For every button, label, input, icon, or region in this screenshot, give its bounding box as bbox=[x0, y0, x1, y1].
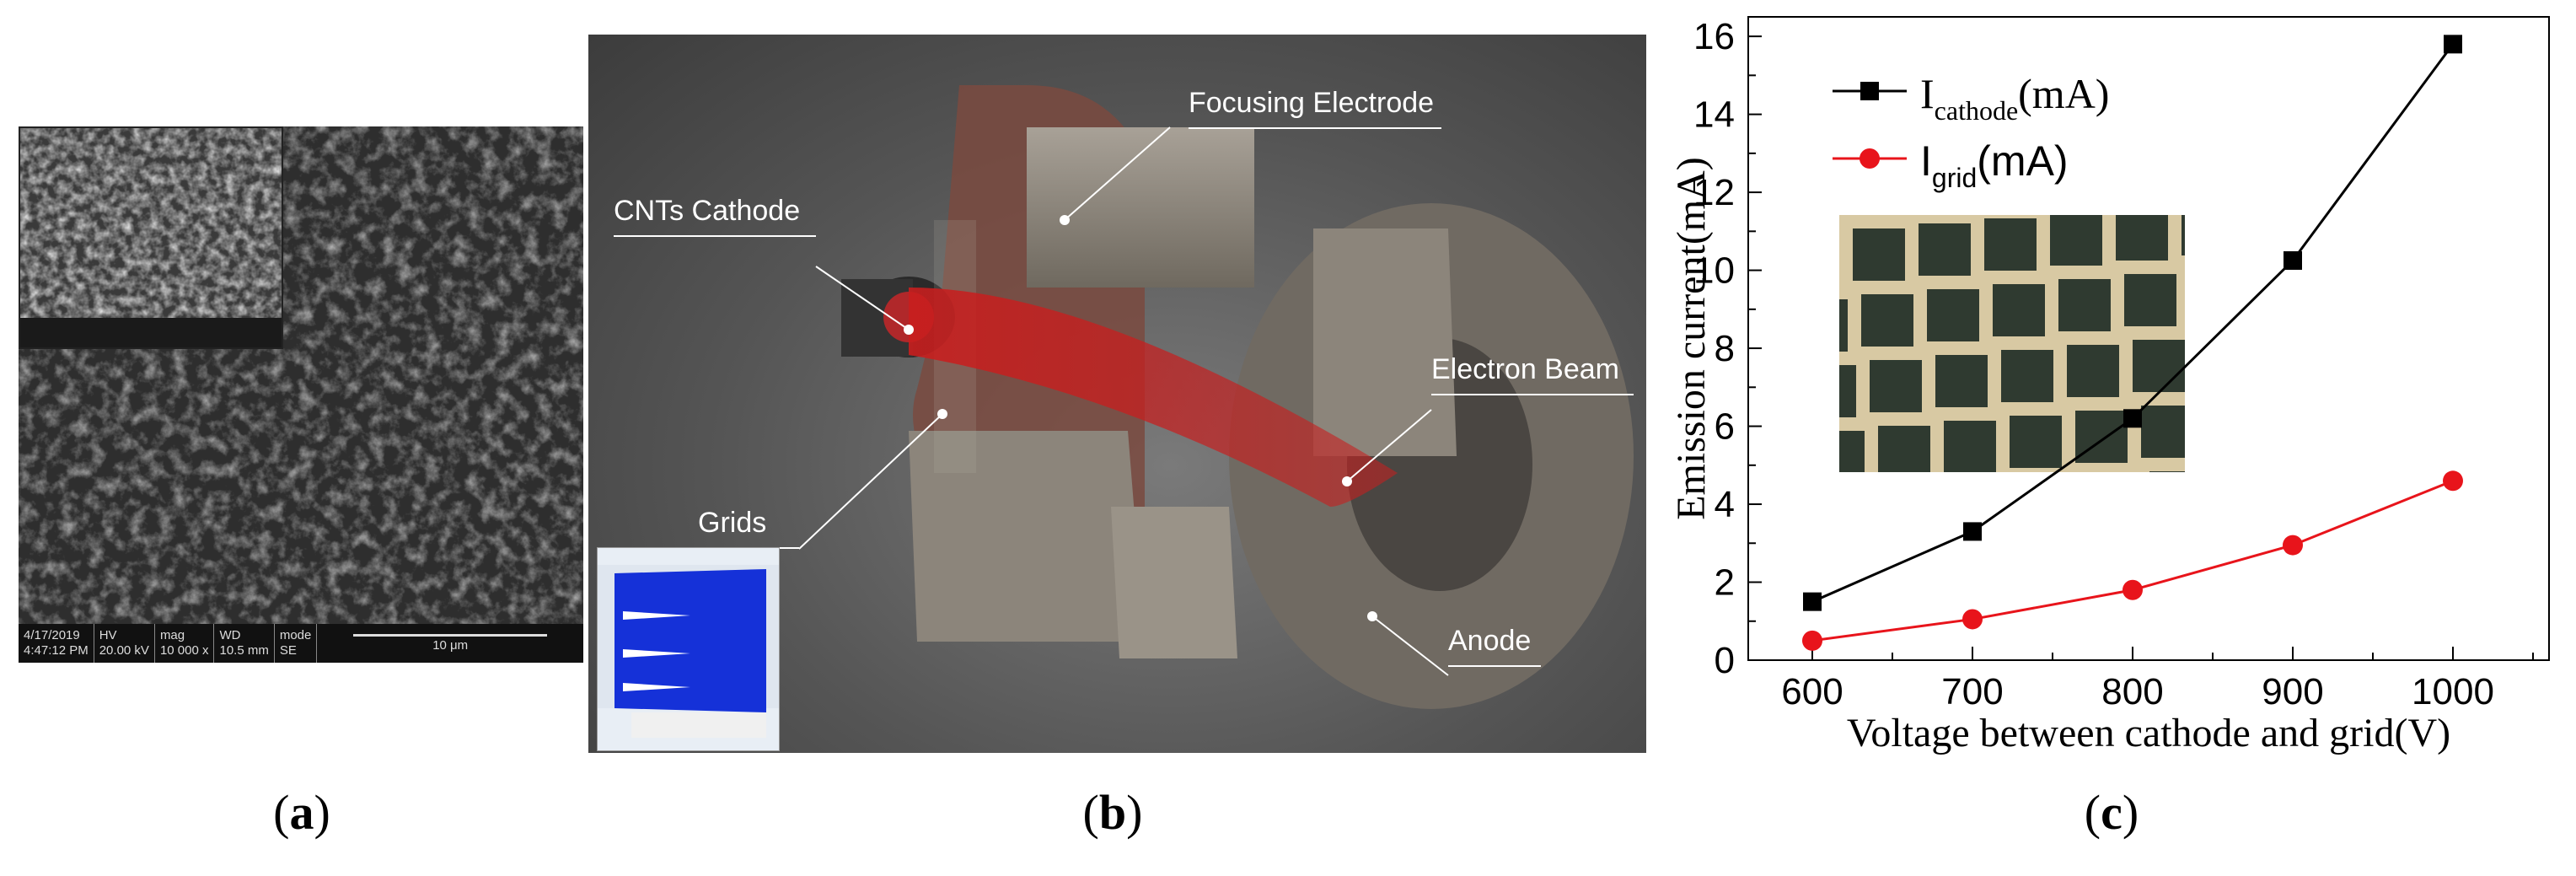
x-tick-label: 1000 bbox=[2412, 671, 2494, 712]
render-shapes bbox=[798, 85, 1634, 709]
mesh-hole bbox=[2058, 279, 2111, 331]
mesh-hole bbox=[1878, 426, 1930, 472]
label-grids: Grids bbox=[698, 507, 767, 539]
y-axis-label: Emission current(mA) bbox=[1669, 157, 1714, 520]
plot-frame bbox=[1747, 16, 2550, 661]
focusing-electrode-bottom bbox=[909, 431, 1145, 642]
emission-chart: 600 700 800 900 1000 0 2 4 6 8 10 12 14 16 Voltage be… bbox=[1669, 16, 2550, 755]
underline-cathode bbox=[614, 235, 816, 237]
sem-mag: mag 10 000 x bbox=[155, 624, 215, 663]
mesh-hole bbox=[1839, 431, 1865, 472]
mesh-hole bbox=[1853, 228, 1905, 281]
mesh-hole bbox=[2001, 350, 2053, 402]
y-tick-label: 16 bbox=[1693, 16, 1735, 57]
mesh-hole bbox=[2182, 215, 2185, 255]
x-tick-label: 700 bbox=[1941, 671, 2003, 712]
mesh-hole bbox=[1944, 421, 1996, 472]
sem-info-bar: 4/17/2019 4:47:12 PM HV 20.00 kV mag 10 … bbox=[19, 624, 583, 663]
mesh-hole bbox=[1935, 355, 1988, 407]
label-cnts-cathode: CNTs Cathode bbox=[614, 195, 801, 227]
sem-inset-texture bbox=[20, 128, 282, 347]
underline-anode bbox=[1448, 665, 1541, 667]
y-tick-label: 0 bbox=[1715, 640, 1735, 681]
data-point-grid bbox=[2443, 470, 2463, 492]
mesh-hole bbox=[2116, 215, 2168, 261]
mesh-hole bbox=[2050, 215, 2102, 266]
y-tick-label: 14 bbox=[1693, 94, 1735, 136]
mesh-hole bbox=[1870, 360, 1922, 412]
mesh-hole bbox=[1839, 365, 1856, 417]
legend-marker-cathode bbox=[1860, 82, 1879, 100]
data-point-cathode bbox=[1803, 592, 1822, 611]
data-point-grid bbox=[2123, 579, 2143, 600]
electron-beam bbox=[909, 288, 1398, 507]
sem-date: 4/17/2019 4:47:12 PM bbox=[19, 624, 94, 663]
legend-label-grid: Igrid(mA) bbox=[1920, 137, 2069, 193]
mesh-hole bbox=[1927, 289, 1979, 341]
mesh-hole bbox=[2067, 345, 2119, 397]
underline-focusing bbox=[1189, 127, 1441, 129]
sem-scale: 10 μm bbox=[317, 624, 583, 663]
focusing-electrode-top bbox=[1027, 127, 1254, 288]
mesh-hole bbox=[1919, 223, 1971, 276]
legend-label-cathode: Icathode(mA) bbox=[1920, 70, 2109, 126]
legend: Icathode(mA) Igrid(mA) bbox=[1833, 70, 2109, 193]
data-point-cathode bbox=[2284, 251, 2302, 271]
data-point-grid bbox=[1962, 609, 1983, 630]
mesh-hole bbox=[2075, 411, 2128, 463]
y-tick-label: 12 bbox=[1693, 172, 1735, 213]
sem-wd: WD 10.5 mm bbox=[214, 624, 275, 663]
sem-image: 4/17/2019 4:47:12 PM HV 20.00 kV mag 10 … bbox=[19, 126, 583, 663]
sem-mode: mode SE bbox=[275, 624, 318, 663]
sem-inset-image bbox=[19, 126, 283, 349]
mesh-hole bbox=[1993, 284, 2045, 336]
data-point-grid bbox=[2283, 535, 2303, 556]
grid-mesh-inset bbox=[1839, 215, 2185, 472]
mesh-hole bbox=[1861, 294, 1913, 347]
label-anode: Anode bbox=[1448, 625, 1532, 657]
sem-hv: HV 20.00 kV bbox=[94, 624, 155, 663]
caption-c: (c) bbox=[2084, 785, 2139, 840]
mesh-hole bbox=[2149, 471, 2185, 472]
data-point-grid bbox=[1802, 630, 1822, 651]
data-point-cathode bbox=[2444, 35, 2462, 54]
mesh-hole bbox=[2124, 274, 2176, 326]
y-tick-label: 2 bbox=[1715, 562, 1735, 604]
x-tick-label: 900 bbox=[2262, 671, 2323, 712]
label-focusing-electrode: Focusing Electrode bbox=[1189, 87, 1435, 119]
data-point-cathode bbox=[1963, 522, 1982, 541]
y-tick-label: 8 bbox=[1715, 328, 1735, 369]
mesh-hole bbox=[2141, 406, 2185, 458]
caption-a: (a) bbox=[273, 785, 330, 840]
x-axis-label: Voltage between cathode and grid(V) bbox=[1847, 711, 2450, 755]
mesh-hole bbox=[2010, 416, 2062, 468]
y-tick-label: 4 bbox=[1715, 484, 1735, 525]
mesh-hole bbox=[2133, 340, 2185, 392]
simulation-inset bbox=[597, 547, 780, 751]
scale-bar bbox=[353, 634, 548, 637]
label-electron-beam: Electron Beam bbox=[1431, 353, 1619, 385]
underline-beam bbox=[1431, 394, 1634, 395]
y-tick-label: 6 bbox=[1715, 406, 1735, 448]
caption-b: (b) bbox=[1082, 785, 1143, 840]
emission-chart-panel: 600 700 800 900 1000 0 2 4 6 8 10 12 14 16 Voltage be… bbox=[1645, 0, 2576, 759]
legend-marker-grid bbox=[1860, 148, 1880, 169]
x-tick-label: 600 bbox=[1781, 671, 1843, 712]
x-tick-label: 800 bbox=[2101, 671, 2163, 712]
simulation-shapes bbox=[598, 565, 779, 738]
mesh-hole bbox=[1984, 218, 2037, 271]
electron-gun-render: Focusing Electrode CNTs Cathode Electron… bbox=[588, 35, 1646, 753]
y-tick-label: 10 bbox=[1693, 250, 1735, 292]
mesh-hole bbox=[1839, 299, 1848, 352]
data-point-cathode bbox=[2123, 409, 2142, 428]
